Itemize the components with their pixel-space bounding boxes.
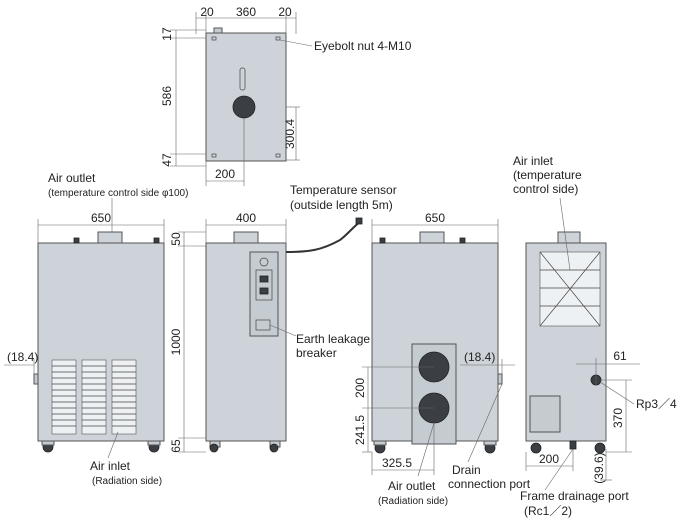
right-side-view: Air inlet (temperature control side) 61 … (513, 154, 677, 518)
drain-line1: Drain (452, 463, 481, 477)
top-dim-fan-depth: 300.4 (283, 119, 297, 149)
side-gauge (259, 257, 269, 267)
top-dim-h-mid: 586 (160, 86, 174, 106)
top-eyebolt-nut (275, 36, 281, 41)
right-inlet-line2: (temperature (513, 168, 582, 182)
right-dim-370: 370 (611, 408, 625, 428)
top-eyebolt-nut (211, 153, 217, 158)
drain-line2: connection port (448, 477, 531, 491)
temperature-sensor-cable (285, 221, 361, 253)
right-dim-39: (39.6) (592, 452, 606, 483)
side-dim-width: 400 (236, 211, 256, 225)
front-air-outlet-duct (97, 231, 123, 245)
top-dim-fan-width: 200 (215, 167, 235, 181)
earth-leakage-line2: breaker (296, 346, 337, 360)
top-sensor-port (213, 27, 223, 34)
side-view: 400 50 1000 65 Earth leakage breaker Tem… (169, 183, 397, 453)
rear-side-port (497, 373, 503, 385)
top-dim-h-top: 17 (160, 27, 174, 41)
earth-leakage-line1: Earth leakage (296, 332, 370, 346)
sensor-line2: (outside length 5m) (290, 198, 393, 212)
right-dim-61: 61 (613, 349, 627, 363)
right-view-top-duct (557, 231, 581, 245)
rear-outlet-title: Air outlet (388, 479, 436, 493)
rear-dim-fan-gap: 200 (353, 378, 367, 398)
side-display (255, 269, 273, 301)
side-caster (269, 443, 279, 453)
front-air-inlet-sub: (Radiation side) (92, 476, 162, 487)
side-dim-h-mid: 1000 (169, 328, 183, 355)
right-inlet-line1: Air inlet (513, 154, 554, 168)
front-view: 650 (18.4) Air outlet (temperature contr… (4, 171, 188, 487)
rear-dim-fan-width: 325.5 (382, 456, 412, 470)
rear-dim-fan-low: 241.5 (353, 415, 367, 445)
top-dim-h-bot: 47 (160, 153, 174, 167)
top-eyebolt-nut (211, 36, 217, 41)
front-air-outlet-title: Air outlet (48, 171, 96, 185)
right-dim-200: 200 (539, 452, 559, 466)
front-eyebolt (153, 237, 160, 244)
side-caster (209, 443, 219, 453)
top-slot (239, 67, 246, 91)
front-louver-group (51, 359, 137, 435)
side-dim-h-top: 50 (169, 232, 183, 246)
top-fan-grille (232, 95, 256, 119)
front-dim-width: 650 (91, 211, 111, 225)
eyebolt-label: Eyebolt nut 4-M10 (314, 39, 412, 53)
front-dim-side: (18.4) (7, 350, 38, 364)
front-air-outlet-sub: (temperature control side φ100) (48, 188, 188, 199)
rear-air-outlet-duct (419, 231, 445, 245)
top-dim-w-left: 20 (200, 5, 214, 19)
rear-dim-width: 650 (425, 211, 445, 225)
rear-view: 650 (18.4) 200 241.5 325.5 Air outlet (R… (353, 211, 531, 507)
top-dim-w-right: 20 (278, 5, 292, 19)
frame-drain-line2: (Rc1／2) (524, 504, 572, 518)
right-lower-panel (529, 395, 561, 433)
side-dim-h-bot: 65 (169, 439, 183, 453)
sensor-line1: Temperature sensor (290, 183, 397, 197)
frame-drainage-port (569, 440, 577, 450)
rear-outlet-sub: (Radiation side) (378, 496, 448, 507)
front-side-port (33, 373, 39, 385)
front-air-inlet-title: Air inlet (90, 459, 131, 473)
top-view: 20 360 20 17 586 47 300.4 200 Eyebolt nu… (160, 5, 412, 186)
right-inlet-line3: control side) (513, 182, 578, 196)
top-eyebolt-nut (275, 153, 281, 158)
top-dim-w-main: 360 (236, 5, 256, 19)
frame-drain-line1: Frame drainage port (520, 489, 629, 503)
side-air-outlet-duct (233, 231, 259, 245)
rear-dim-side: (18.4) (464, 350, 495, 364)
front-eyebolt (73, 237, 80, 244)
temperature-sensor-tip (355, 217, 363, 225)
right-dim-rp: Rp3／4 (636, 397, 677, 411)
